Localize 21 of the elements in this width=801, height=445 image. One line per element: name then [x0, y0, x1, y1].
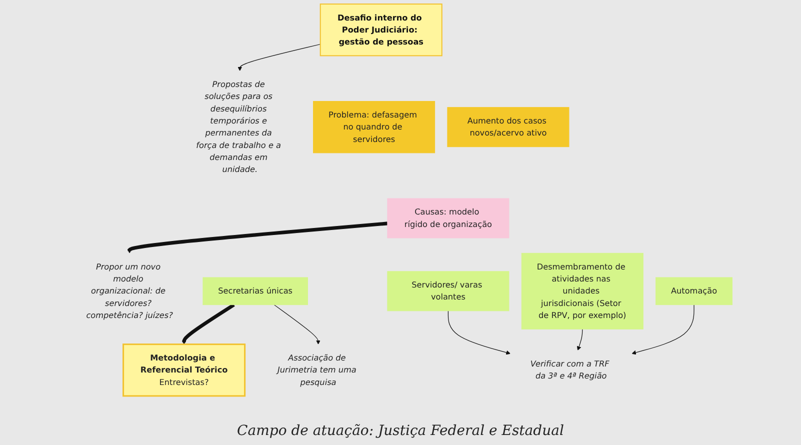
node-box: Causas: modelo rígido de organização [387, 198, 510, 238]
node-text: Verificar com a TRF da 3ª e 4ª Região [530, 358, 610, 381]
arrow [448, 310, 511, 355]
arrow [274, 304, 320, 344]
node-text: Propor um novo modelo organizacional: de servidores? competência? juízes? [86, 262, 173, 320]
arrow [127, 222, 388, 254]
arrow [182, 303, 235, 344]
node-text: Propostas de soluções para os desequilíbrios temporários e permanentes da força de trabalho e a demandas em unidade. [196, 79, 281, 174]
node-box: Metodologia e Referencial Teórico Entrevistas? [122, 344, 246, 397]
arrow [576, 328, 583, 351]
arrow [238, 44, 321, 72]
arrow [632, 304, 694, 355]
node-text: Associação de Jurimetria tem uma pesquisa [277, 352, 356, 387]
node-box: Automação [656, 277, 732, 306]
node-box: Problema: defasagem no quandro de servidores [313, 101, 436, 154]
node-box: Servidores/ varas volantes [387, 271, 510, 312]
node-box: Desafio interno do Poder Judiciário: gestão de pessoas [320, 4, 442, 56]
node-box: Aumento dos casos novos/acervo ativo [447, 107, 570, 148]
node-box: Desmembramento de atividades nas unidades jurisdicionais (Setor de RPV, por exemplo) [521, 252, 644, 330]
node-box: Secretarias únicas [202, 277, 308, 306]
note-text: Campo de atuação: Justiça Federal e Estadual [236, 423, 565, 439]
